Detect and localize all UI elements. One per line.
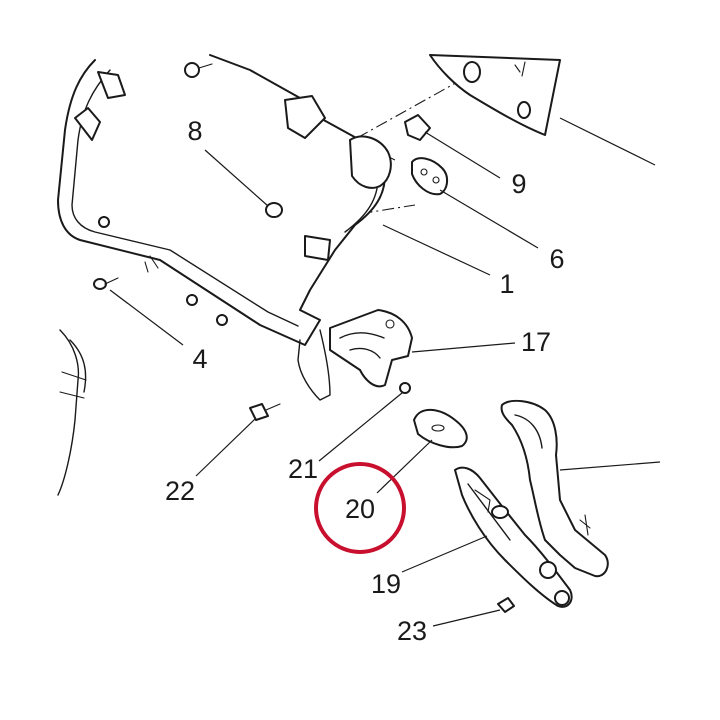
callout-17: 17 (521, 327, 551, 357)
frame-bracket-top (97, 71, 126, 99)
callout-23: 23 (397, 616, 427, 646)
leader-22 (195, 418, 256, 477)
leader-1 (382, 224, 491, 276)
part-8-grommet (265, 202, 283, 218)
screw-22-head (249, 403, 269, 421)
part-21-washer (399, 382, 411, 394)
frame-upper-clamp (284, 95, 326, 139)
frame-bracket-left (74, 107, 101, 141)
leader-17 (411, 342, 516, 353)
part-17-bracket (329, 309, 413, 388)
callout-20: 20 (345, 494, 375, 524)
main-frame-part-1 (57, 54, 392, 401)
callout-8: 8 (187, 116, 202, 146)
leader-6 (439, 189, 539, 249)
block-9 (404, 114, 431, 141)
part-19-lever (454, 466, 573, 608)
leader-8 (204, 149, 269, 207)
callout-19: 19 (371, 569, 401, 599)
screw-23-head (497, 597, 515, 613)
grommet-8 (265, 202, 283, 218)
cover-plate-top-right (429, 54, 561, 136)
part-20-pad (413, 408, 468, 449)
leader-20 (376, 439, 433, 494)
frame-lower-mount (297, 329, 331, 401)
bracket-plate (500, 399, 609, 578)
leader-lines (109, 117, 661, 627)
clip-6 (411, 157, 448, 196)
pad-20 (413, 408, 468, 449)
callout-4: 4 (192, 344, 207, 374)
leader-bracket-plate (559, 461, 661, 471)
callout-21: 21 (288, 454, 318, 484)
part-23-screw (497, 597, 515, 613)
left-cutoff-part (57, 329, 80, 496)
axis-line-upper (164, 74, 471, 246)
lever-pivot (539, 561, 557, 579)
leader-9 (424, 131, 501, 179)
frame-knuckle (349, 135, 392, 189)
bracket-17 (329, 309, 413, 388)
leader-23 (432, 609, 501, 627)
top-bolt (184, 62, 213, 78)
part-4-screw (93, 277, 119, 290)
frame-tube-outline (57, 54, 386, 346)
top-bolt-head (184, 62, 200, 78)
callout-22: 22 (165, 476, 195, 506)
callout-labels: 8 9 6 1 4 17 21 20 22 19 23 (165, 116, 565, 646)
part-22-screw (249, 403, 281, 421)
leader-4 (109, 289, 184, 346)
leader-21 (318, 392, 403, 462)
cover-plate (429, 54, 561, 136)
leader-19 (401, 535, 488, 573)
frame-tab-middle (304, 235, 331, 261)
callout-1: 1 (499, 269, 514, 299)
part-9-block (404, 114, 431, 141)
right-bracket-plate (500, 399, 609, 578)
callout-9: 9 (511, 169, 526, 199)
screw-4-head (93, 278, 107, 290)
cover-plate-hole (463, 61, 481, 83)
highlight-ring (314, 462, 406, 554)
leader-cover-plate (559, 117, 656, 166)
washer-21 (399, 382, 411, 394)
left-edge-parts (57, 329, 87, 496)
part-6-clip (411, 157, 448, 196)
callout-6: 6 (549, 244, 564, 274)
